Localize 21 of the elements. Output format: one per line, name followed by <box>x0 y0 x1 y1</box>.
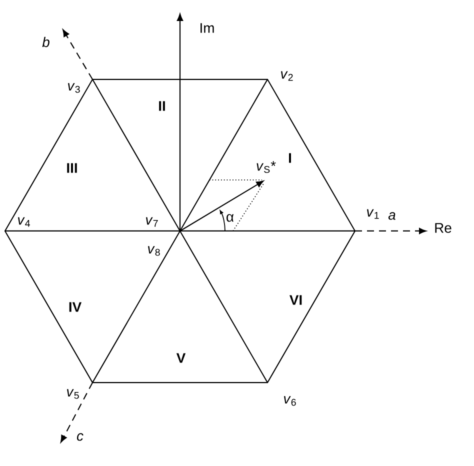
angle-label: α <box>226 214 234 222</box>
axis-label: Re <box>435 223 452 233</box>
sector-label: VI <box>290 295 302 305</box>
axis-label: b <box>42 36 50 48</box>
sector-label: V <box>176 353 186 363</box>
axis-label: c <box>76 433 84 441</box>
sector-label: I <box>289 153 291 163</box>
vector-label: v$_{1}$ <box>366 209 379 219</box>
vector-label: v$_{5}$ <box>67 389 79 399</box>
sector-label: IV <box>69 302 82 312</box>
vector-label: v$_{8}$ <box>148 246 160 256</box>
vector-label: v$_{2}$ <box>280 71 293 81</box>
vector-label: v$_{S}$* <box>256 161 276 173</box>
axis-label: a <box>388 212 396 220</box>
vector-label: v$_{7}$ <box>146 217 158 227</box>
vector-label: v$_{3}$ <box>68 83 80 93</box>
sector-label: III <box>67 163 77 173</box>
vector-label: v$_{6}$ <box>284 396 296 406</box>
vector-label: v$_{4}$ <box>18 217 30 227</box>
axis-label: Im <box>200 23 214 33</box>
sector-label: II <box>159 101 165 111</box>
